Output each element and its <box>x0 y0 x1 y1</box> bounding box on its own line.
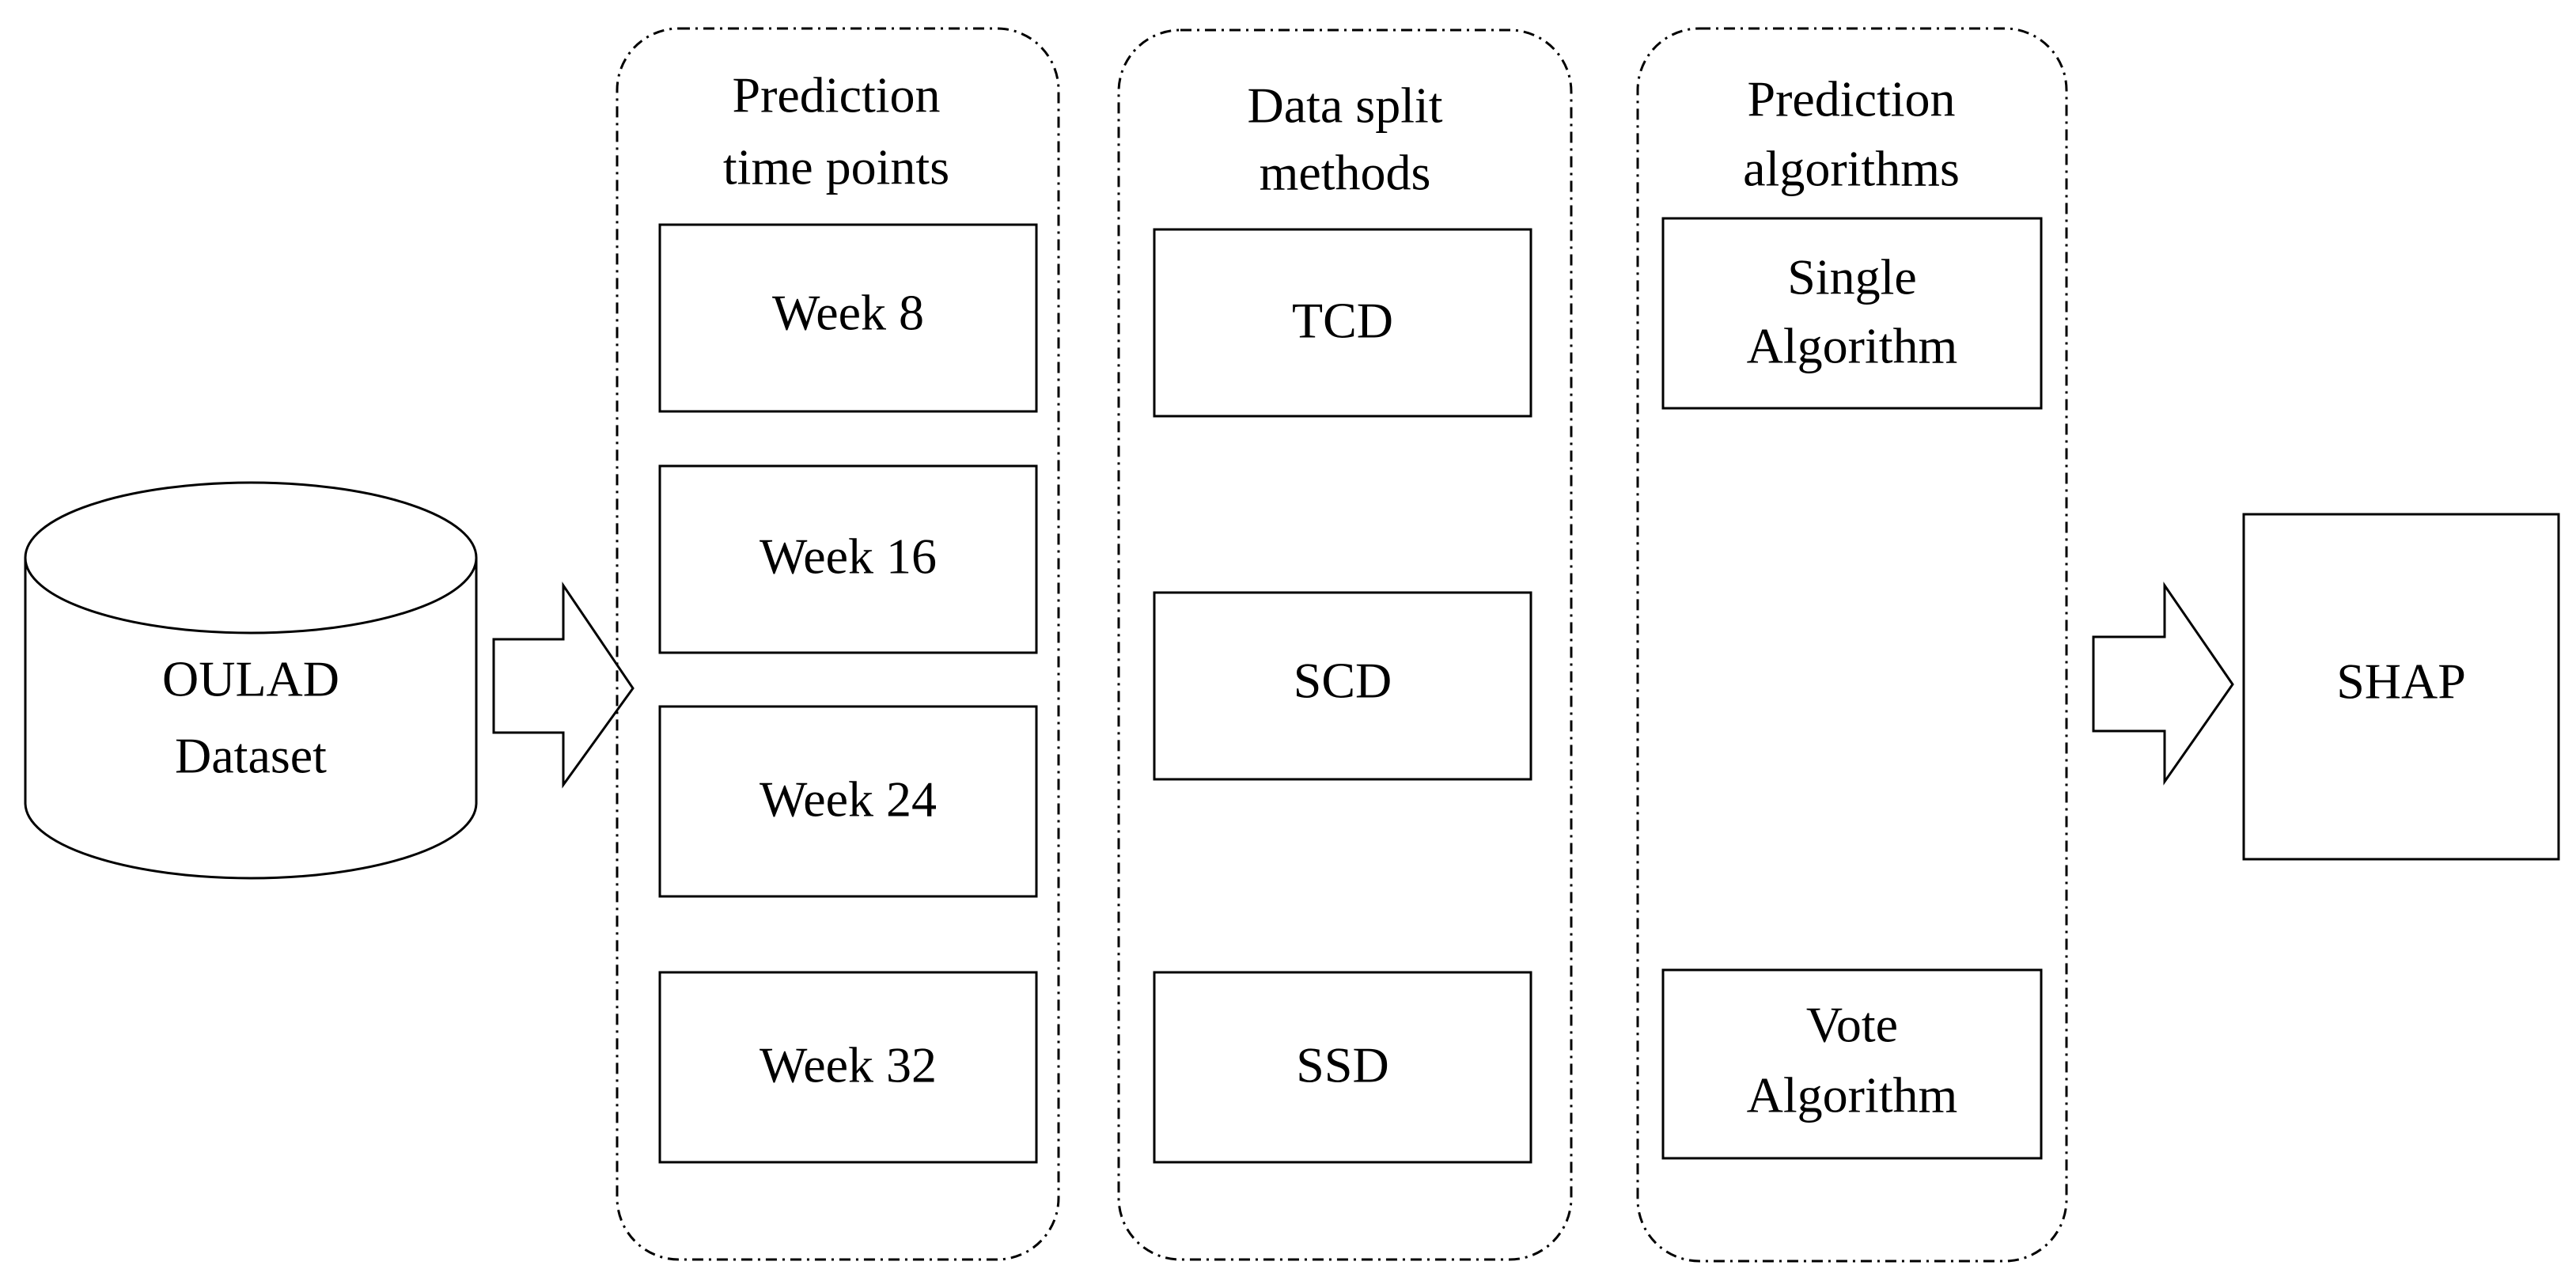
ssd-label: SSD <box>1296 1037 1388 1093</box>
group-prediction-algorithms: Prediction algorithms Single Algorithm V… <box>1636 27 2068 1263</box>
group-title-line1: Data split <box>1247 78 1442 134</box>
scd-box <box>1153 591 1532 781</box>
dataset-label-line1: OULAD <box>162 651 339 707</box>
arrow-right-icon <box>2092 581 2234 786</box>
week-24-box <box>658 705 1038 898</box>
group-title-line2: methods <box>1260 145 1431 201</box>
shap-box <box>2242 513 2560 861</box>
group-title-line2: time points <box>723 139 949 195</box>
group-title-line2: algorithms <box>1743 141 1960 197</box>
week-8-label: Week 8 <box>772 285 924 341</box>
vote-algorithm-label-line1: Vote <box>1806 997 1898 1053</box>
shap-output: SHAP <box>2242 513 2560 861</box>
tcd-label: TCD <box>1292 293 1393 349</box>
group-title-line1: Prediction <box>1747 71 1955 127</box>
vote-algorithm-box <box>1661 968 2043 1160</box>
week-24-label: Week 24 <box>760 771 937 828</box>
group-prediction-time-points: Prediction time points Week 8 Week 16 We… <box>616 27 1060 1261</box>
group-title-line1: Prediction <box>732 67 940 123</box>
week-8-box <box>658 223 1038 413</box>
dataset-label-line2: Dataset <box>175 728 327 784</box>
vote-algorithm-label-line2: Algorithm <box>1747 1067 1958 1123</box>
group-data-split-methods: Data split methods TCD SCD SSD <box>1117 28 1573 1261</box>
week-32-label: Week 32 <box>760 1037 937 1093</box>
single-algorithm-box <box>1661 217 2043 410</box>
dataset-cylinder: OULAD Dataset <box>24 481 478 880</box>
week-16-label: Week 16 <box>760 528 937 585</box>
scd-label: SCD <box>1294 653 1392 709</box>
single-algorithm-label-line1: Single <box>1787 249 1917 305</box>
week-16-box <box>658 464 1038 654</box>
single-algorithm-label-line2: Algorithm <box>1747 318 1958 374</box>
week-32-box <box>658 971 1038 1164</box>
ssd-box <box>1153 971 1532 1164</box>
arrow-right-icon <box>492 581 635 789</box>
shap-label: SHAP <box>2336 653 2466 710</box>
tcd-box <box>1153 228 1532 418</box>
